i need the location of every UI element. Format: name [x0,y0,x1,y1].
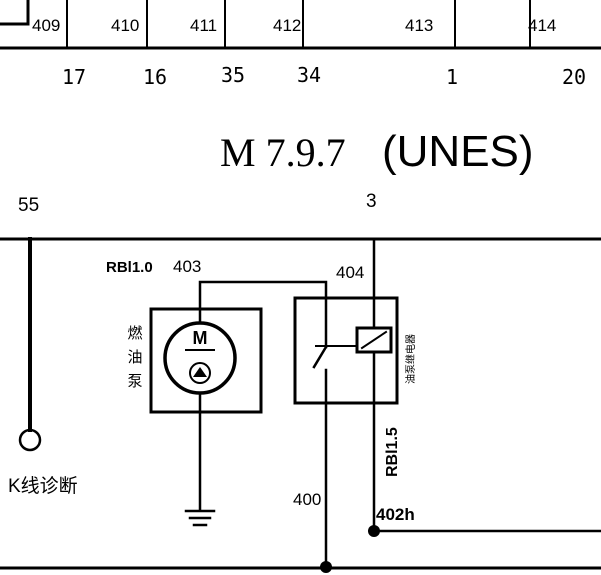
fuel-pump-relay: 404 油泵继电器 RBl1.5 [293,237,417,569]
ground-junction-icon [320,561,332,573]
pump-impeller-icon [189,362,211,384]
pump-arrow-icon [193,367,207,377]
motor-letter: M [193,328,208,348]
ecu-name: (UNES) [382,127,534,176]
pump-feed-number: 403 [173,257,201,276]
fuse-number: 412 [273,16,301,35]
fuse-row: 409 410 411 412 413 414 [0,0,601,50]
k-line-diagnostic: K线诊断 [8,237,78,497]
ecu-pin-row: 17 16 35 34 1 20 [62,63,586,89]
ecu-pin-k-line: 55 [18,195,39,216]
relay-label: 油泵继电器 [404,334,417,384]
fuse-number: 411 [190,16,217,35]
k-line-terminal-icon [18,428,42,452]
pin-number: 34 [297,63,321,87]
fuse-number: 414 [528,16,556,35]
relay-switch-contact-icon [312,345,328,369]
output-junction-icon [368,525,380,537]
pump-feed-label: RBl1.0 [106,259,153,276]
fuel-pump-box [149,307,263,414]
ground-icon [184,509,216,527]
ground-wire-number: 400 [293,490,321,509]
pump-label-char: 油 [127,349,142,366]
relay-coil-wire-number: 404 [336,263,364,282]
fuse-409-bracket [0,0,30,26]
ecu-model: M 7.9.7 [220,130,346,175]
fuse-number: 409 [32,16,60,35]
fuel-pump: RBl1.0 403 M 燃 油 泵 [106,257,328,527]
pin-number: 20 [562,65,586,89]
fuse-number: 413 [405,16,433,35]
pump-label-char: 燃 [127,324,142,342]
k-line-label: K线诊断 [8,475,78,497]
relay-coil-diagonal [360,330,388,350]
relay-box [293,296,399,405]
pump-label-char: 泵 [127,373,142,390]
output-wire-number: 402h [376,505,415,524]
pin-number: 16 [143,65,167,89]
ecu-pin-relay: 3 [366,191,377,212]
pin-number: 35 [221,63,245,87]
pin-number: 17 [62,65,86,89]
pump-feed-wire [198,280,328,349]
pin-number: 1 [446,65,458,89]
ecu-title: M 7.9.7 (UNES) [220,127,534,176]
fuse-number: 410 [111,16,139,35]
relay-out-wire-label: RBl1.5 [384,427,401,477]
